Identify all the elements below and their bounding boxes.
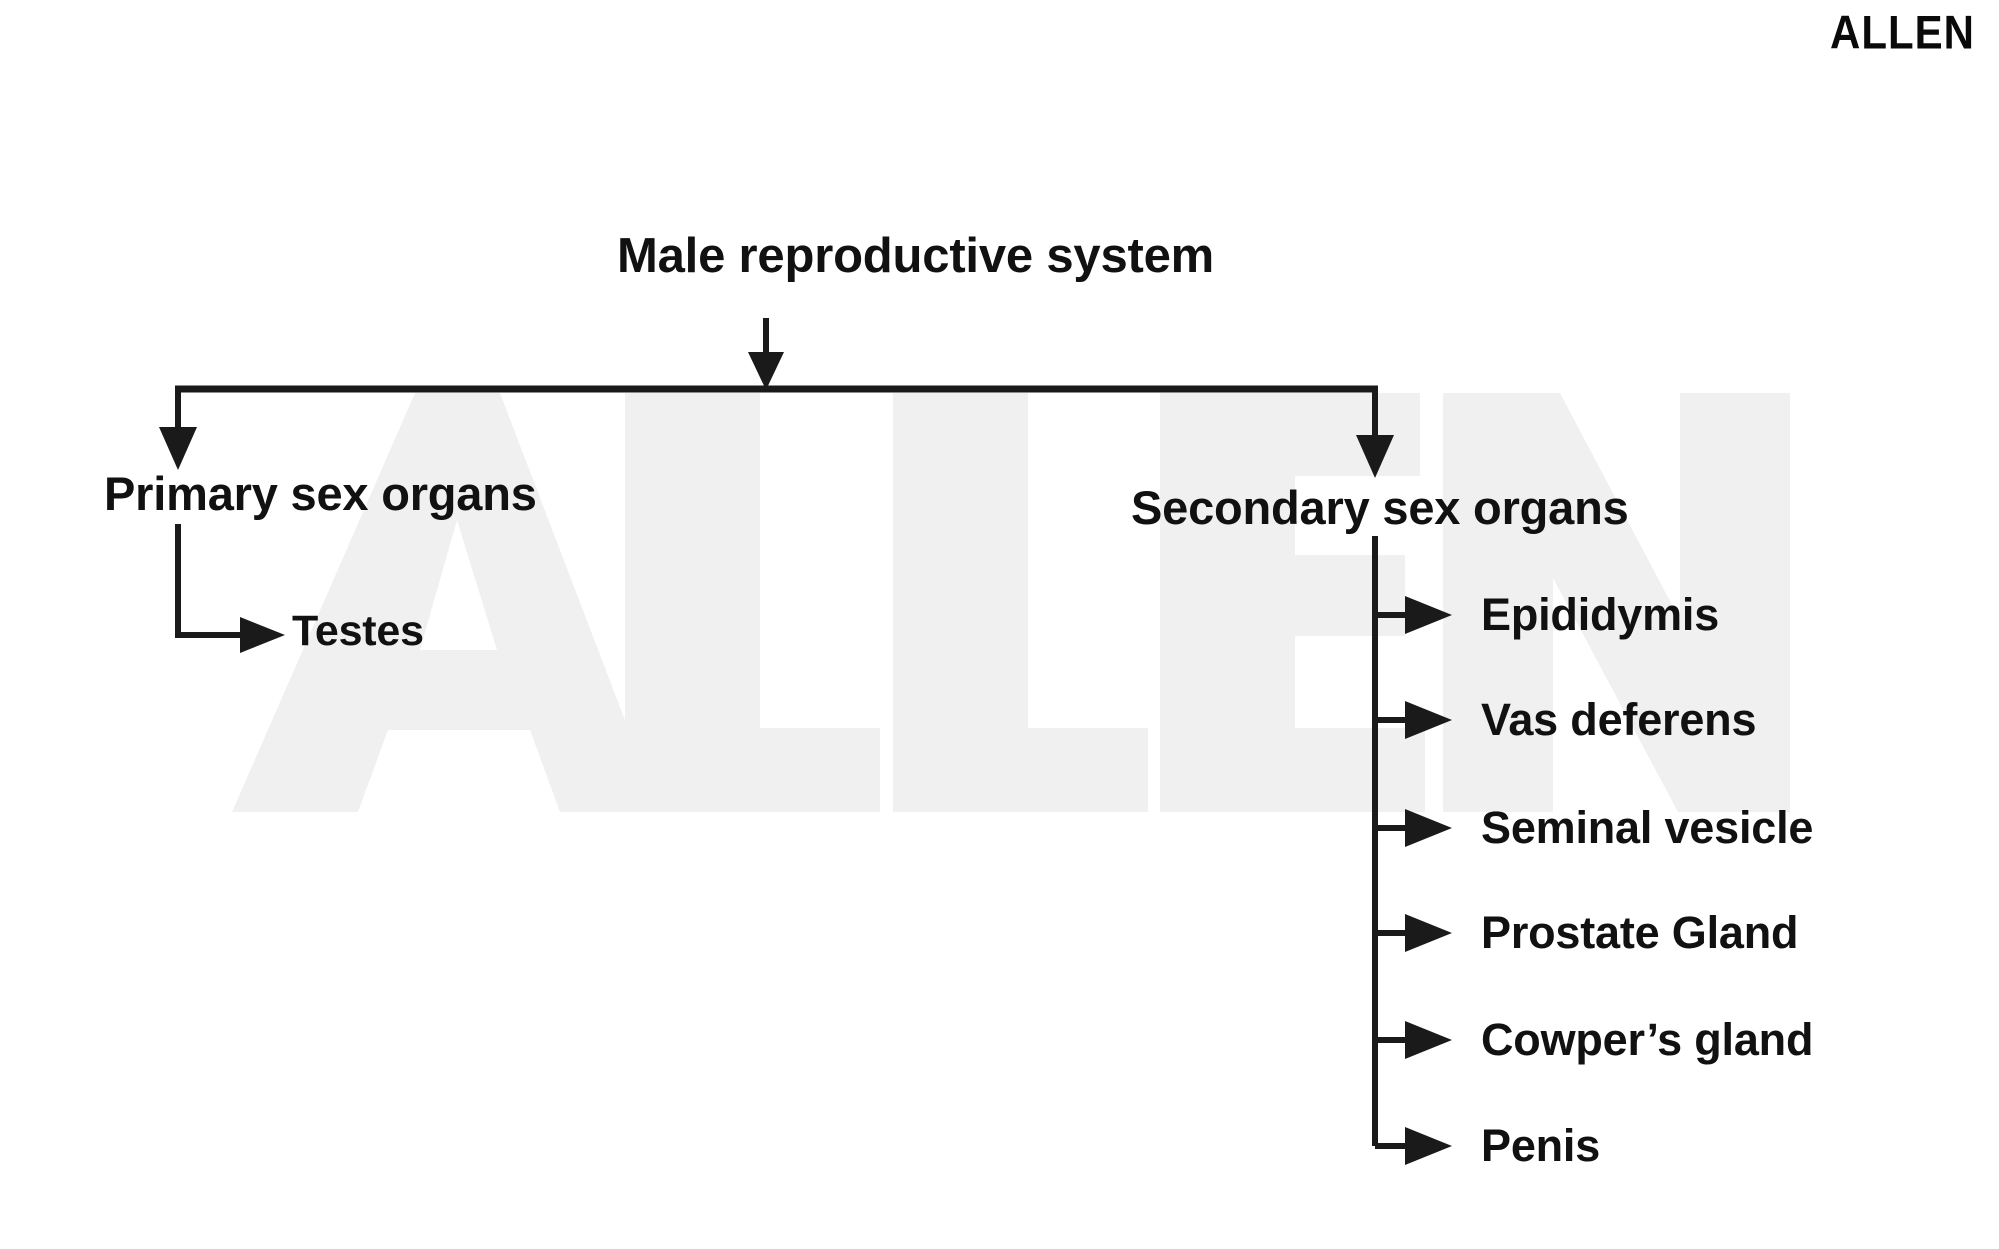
node-epididymis: Epididymis xyxy=(1481,589,1720,640)
connector-branch-arrow xyxy=(1375,596,1452,634)
connector-branch-arrow xyxy=(1375,701,1452,739)
connector-primary-drop xyxy=(159,389,197,470)
connector-branch-arrow xyxy=(1375,1021,1452,1059)
connector-testes xyxy=(175,524,285,653)
connector-branch-arrow xyxy=(1375,914,1452,952)
allen-logo-text: ALLEN xyxy=(1830,6,1975,59)
node-penis: Penis xyxy=(1481,1120,1601,1171)
allen-logo: ALLEN xyxy=(1830,6,1975,60)
node-prostate-gland: Prostate Gland xyxy=(1481,907,1799,958)
connector-branch-arrow xyxy=(1375,809,1452,847)
node-vas-deferens: Vas deferens xyxy=(1481,694,1757,745)
node-primary-sex-organs: Primary sex organs xyxy=(104,467,537,520)
node-cowpers-gland: Cowper’s gland xyxy=(1481,1014,1814,1065)
node-male-reproductive-system: Male reproductive system xyxy=(617,229,1215,283)
node-secondary-sex-organs: Secondary sex organs xyxy=(1131,481,1629,534)
connector-branch-arrow xyxy=(1375,1127,1452,1165)
connector-root-stem xyxy=(748,318,784,390)
node-seminal-vesicle: Seminal vesicle xyxy=(1481,802,1814,853)
connector-secondary-drop xyxy=(1356,389,1394,478)
node-testes: Testes xyxy=(292,607,424,655)
